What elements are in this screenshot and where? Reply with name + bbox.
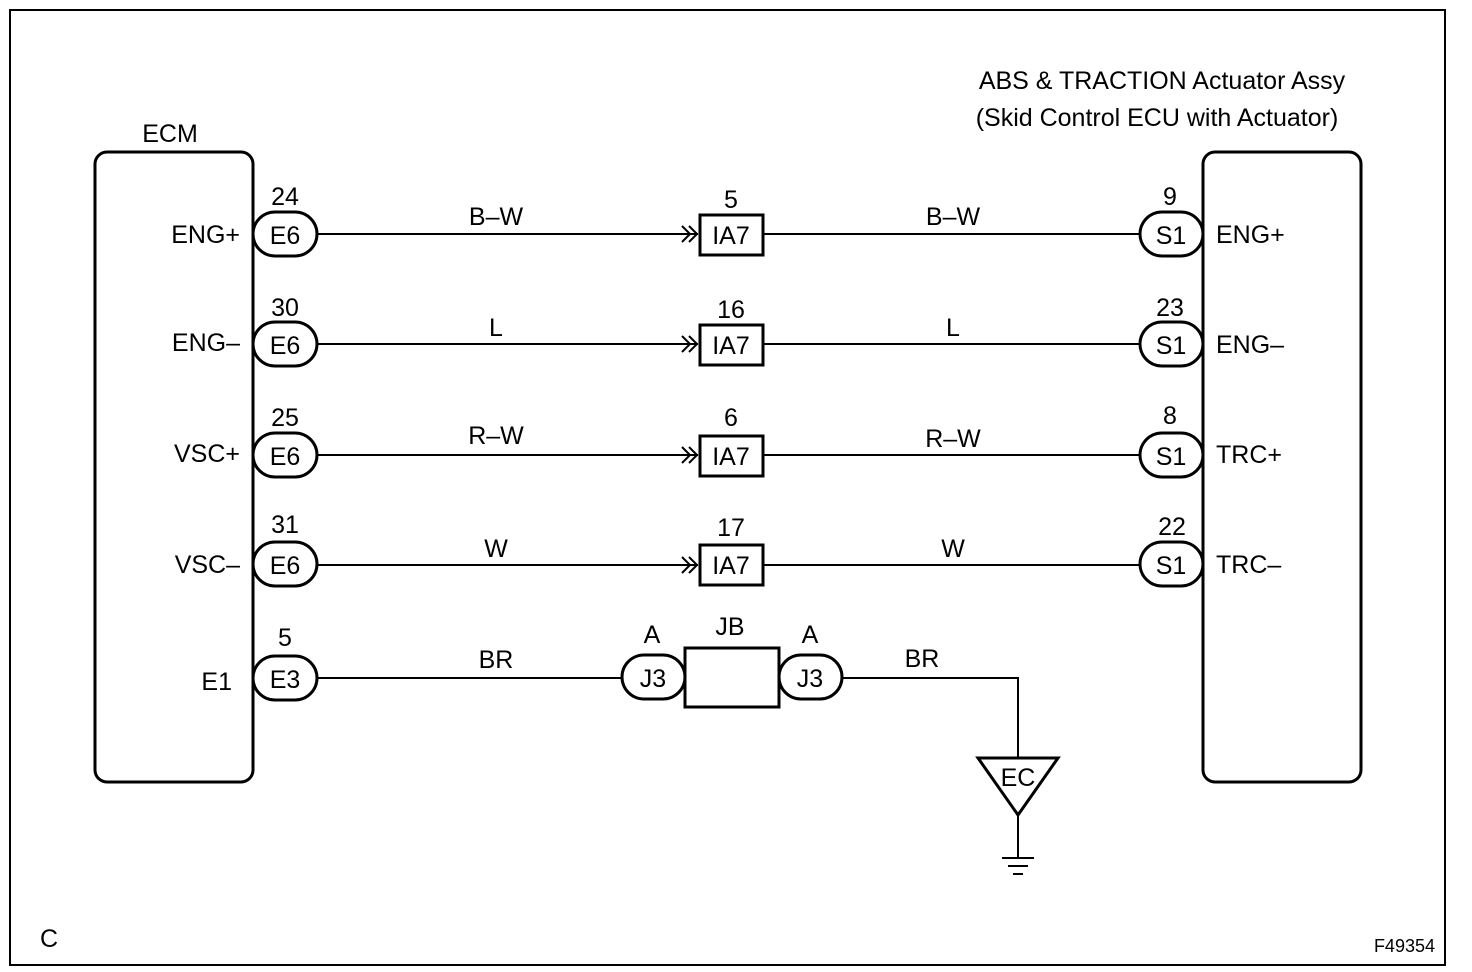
ground-point-label: EC	[1001, 764, 1036, 792]
wire-color-left: W	[484, 535, 508, 563]
actuator-pin-number: 23	[1156, 294, 1184, 322]
ecm-title: ECM	[142, 120, 198, 148]
circuit-row-e1-ground: E1 5 E3 BR A J3 JB A J3 BR EC	[201, 613, 1061, 875]
inline-pin-number: 17	[717, 514, 745, 542]
ecm-pin-number: 30	[271, 294, 299, 322]
ecm-terminal-name: VSC+	[174, 440, 240, 468]
wire-color-right: L	[946, 314, 960, 342]
inline-arrow-icon	[681, 556, 699, 574]
ecm-connector-code: E6	[270, 222, 301, 250]
inline-arrow-icon	[681, 446, 699, 464]
wire-color-right: W	[941, 535, 965, 563]
wire	[842, 677, 1019, 758]
actuator-connector-shape	[1138, 540, 1205, 588]
ecm-pin-number: 25	[271, 404, 299, 432]
wire-color-right: B–W	[926, 203, 981, 231]
ecm-connector-code: E6	[270, 443, 301, 471]
circuit-row-vsc-plus: VSC+ 25 E6 R–W 6 IA7 R–W 8 S1 TRC+	[174, 402, 1282, 479]
actuator-connector-code: S1	[1156, 222, 1187, 250]
actuator-connector-shape	[1138, 431, 1205, 479]
figure-code: F49354	[1374, 936, 1435, 956]
ecm-terminal-name: ENG+	[171, 221, 240, 249]
jb-right-pin: A	[802, 621, 819, 649]
ecm-terminal-name: ENG–	[172, 329, 240, 357]
wire-color-left: R–W	[468, 422, 524, 450]
ground-point-triangle-icon	[975, 756, 1061, 818]
wire-color-left: L	[489, 314, 503, 342]
actuator-terminal-name: TRC+	[1216, 441, 1282, 469]
jb-right-connector-code: J3	[797, 665, 823, 693]
actuator-title-line2: (Skid Control ECU with Actuator)	[976, 104, 1339, 132]
ecm-connector-code: E6	[270, 332, 301, 360]
ecm-connector-code: E6	[270, 552, 301, 580]
ecm-pin-number: 24	[271, 183, 299, 211]
inline-arrow-icon	[681, 225, 699, 243]
circuit-row-eng-plus: ENG+ 24 E6 B–W 5 IA7 B–W 9 S1 ENG+	[171, 183, 1285, 258]
jb-left-connector-code: J3	[640, 665, 666, 693]
junction-block-box	[683, 646, 781, 709]
actuator-terminal-name: ENG+	[1216, 221, 1285, 249]
ecm-terminal-name: E1	[201, 668, 232, 696]
inline-connector-code: IA7	[712, 222, 750, 250]
inline-pin-number: 16	[717, 296, 745, 324]
actuator-connector-code: S1	[1156, 443, 1187, 471]
inline-connector-code: IA7	[712, 552, 750, 580]
actuator-terminal-name: ENG–	[1216, 331, 1284, 359]
earth-ground-icon	[1002, 857, 1034, 875]
inline-connector-code: IA7	[712, 332, 750, 360]
actuator-pin-number: 8	[1163, 402, 1177, 430]
actuator-connector-shape	[1138, 320, 1205, 368]
inline-arrow-icon	[681, 335, 699, 353]
circuit-row-vsc-minus: VSC– 31 E6 W 17 IA7 W 22 S1 TRC–	[175, 511, 1281, 588]
inline-pin-number: 5	[724, 186, 738, 214]
corner-code: C	[40, 925, 58, 953]
actuator-connector-shape	[1138, 210, 1205, 258]
actuator-terminal-name: TRC–	[1216, 551, 1281, 579]
actuator-box	[1201, 150, 1363, 784]
ecm-terminal-name: VSC–	[175, 551, 240, 579]
jb-title: JB	[715, 613, 744, 641]
ecm-pin-number: 31	[271, 511, 299, 539]
jb-left-pin: A	[644, 621, 661, 649]
wire-color-left: B–W	[469, 203, 524, 231]
actuator-connector-code: S1	[1156, 332, 1187, 360]
circuit-row-eng-minus: ENG– 30 E6 L 16 IA7 L 23 S1 ENG–	[172, 294, 1284, 368]
actuator-pin-number: 22	[1158, 513, 1186, 541]
wire-color-right: BR	[905, 645, 940, 673]
inline-connector-code: IA7	[712, 443, 750, 471]
diagram-frame	[9, 9, 1446, 966]
inline-pin-number: 6	[724, 404, 738, 432]
ecm-box	[93, 150, 255, 784]
ecm-pin-number: 5	[278, 624, 292, 652]
wire-color-right: R–W	[925, 425, 981, 453]
wire-color-left: BR	[479, 646, 514, 674]
actuator-connector-code: S1	[1156, 552, 1187, 580]
actuator-pin-number: 9	[1163, 183, 1177, 211]
ecm-connector-code: E3	[270, 666, 301, 694]
actuator-title-line1: ABS & TRACTION Actuator Assy	[979, 67, 1346, 95]
